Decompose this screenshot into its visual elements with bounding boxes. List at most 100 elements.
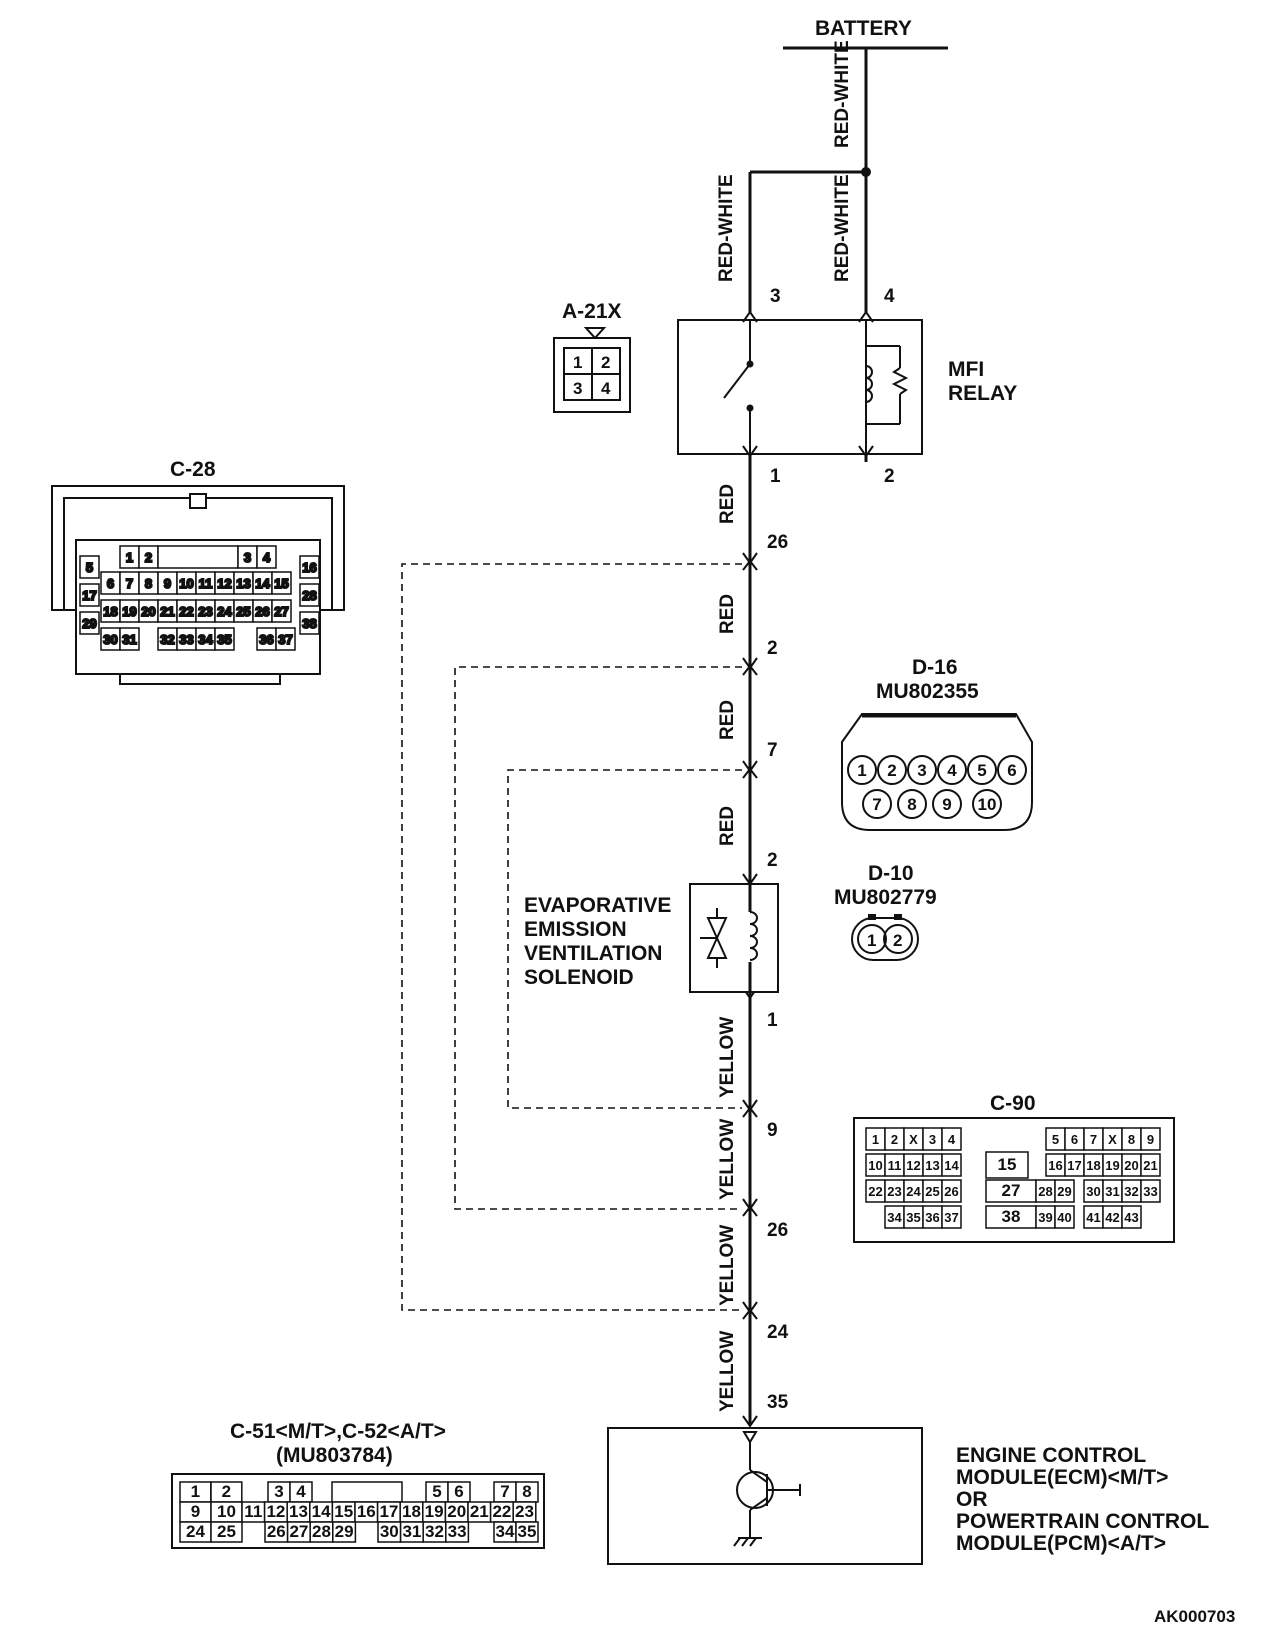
connector-pin-cell (79, 583, 100, 607)
mfi-relay-label: MFI (948, 358, 984, 381)
connector-pin-label: 32 (160, 632, 174, 647)
connector-a21x: A-21X 1 2 3 4 (553, 300, 631, 413)
connector-pin-label: 29 (82, 616, 96, 631)
connector-pin-label: 27 (274, 604, 288, 619)
ecm-label: MODULE(PCM)<A/T> (956, 1532, 1166, 1555)
connector-pin-label: 39 (1038, 1210, 1052, 1225)
connector-pin-label: X (909, 1132, 918, 1147)
connector-pin-label: 33 (1143, 1184, 1157, 1199)
wire-label-red-white: RED-WHITE (716, 174, 737, 282)
connector-pin-cell (332, 1521, 357, 1543)
connector-pin-label: 9 (164, 576, 171, 591)
connector-pin-label: 5 (432, 1482, 441, 1501)
battery-label: BATTERY (815, 17, 912, 40)
connector-pin-cell (941, 1153, 962, 1177)
connector-pin-cell (941, 1127, 962, 1151)
connector-pin-label: 15 (334, 1502, 353, 1521)
connector-pin-label: 9 (191, 1502, 200, 1521)
connector-pin-label: 2 (145, 550, 152, 565)
svg-text:4: 4 (601, 379, 611, 398)
connector-pin-label: 35 (906, 1210, 920, 1225)
ecm-label: POWERTRAIN CONTROL (956, 1510, 1209, 1533)
connector-pin-label: 42 (1105, 1210, 1119, 1225)
connector-pin-label: 36 (259, 632, 273, 647)
connector-pin-cell (119, 627, 140, 651)
connector-pin-cell (862, 789, 892, 819)
connector-pin-label: X (1108, 1132, 1117, 1147)
connector-pin-cell (210, 1521, 243, 1543)
connector-pin-label: 19 (425, 1502, 444, 1521)
connector-pin-label: 29 (1057, 1184, 1071, 1199)
connector-pin-label: 11 (199, 576, 213, 591)
solenoid-label: VENTILATION (524, 942, 662, 965)
connector-pin-cell (299, 555, 320, 579)
connector-pin-label: 2 (222, 1482, 231, 1501)
connector-pin-label: 33 (179, 632, 193, 647)
pin-label: 7 (767, 740, 778, 761)
svg-text:C-90: C-90 (990, 1092, 1036, 1115)
connector-pin-label: 25 (236, 604, 250, 619)
connector-pin-label: 18 (1086, 1158, 1100, 1173)
junction-outline (454, 666, 742, 1210)
connector-pin-label: 20 (447, 1502, 466, 1521)
connector-pin-label: 8 (522, 1482, 531, 1501)
connector-pin-cell (897, 789, 927, 819)
junction-outline (401, 563, 742, 1311)
connector-pin-label: 21 (1143, 1158, 1157, 1173)
connector-pin-label: 22 (179, 604, 193, 619)
connector-pin-label: 37 (944, 1210, 958, 1225)
connector-pin-label: 3 (917, 761, 926, 780)
connector-pin-label: 34 (496, 1522, 515, 1541)
pin-label: 1 (770, 466, 781, 487)
connector-pin-label: 31 (122, 632, 136, 647)
mfi-relay-label: RELAY (948, 382, 1017, 405)
connector-pin-label: 22 (492, 1502, 511, 1521)
connector-pin-cell (847, 755, 877, 785)
connector-pin-label: 11 (888, 1158, 902, 1173)
connector-pin-label: 1 (126, 550, 133, 565)
connector-pin-label: 23 (515, 1502, 534, 1521)
connector-pin-label: 14 (255, 576, 270, 591)
connector-pin-label: 13 (925, 1158, 939, 1173)
solenoid-label: SOLENOID (524, 966, 634, 989)
connector-pin-label: 13 (289, 1502, 308, 1521)
junction-connector (742, 552, 758, 1320)
connector-pin-label: 5 (86, 560, 93, 575)
connector-pin-label: 8 (145, 576, 152, 591)
connector-pin-label: 38 (302, 616, 316, 631)
connector-pin-label: 10 (179, 576, 193, 591)
connector-pin-label: 12 (906, 1158, 920, 1173)
svg-text:MU802779: MU802779 (834, 886, 937, 909)
connector-pin-cell (79, 611, 100, 635)
connector-pin-label: 41 (1086, 1210, 1100, 1225)
connector-pin-label: 26 (255, 604, 269, 619)
connector-pin-cell (515, 1521, 539, 1543)
connector-pin-label: 7 (126, 576, 133, 591)
wire-label-yellow: YELLOW (717, 1225, 738, 1306)
mfi-relay-box (677, 319, 923, 455)
connector-pin-label: 30 (103, 632, 117, 647)
connector-pin-label: 30 (1086, 1184, 1100, 1199)
connector-pin-label: 25 (217, 1522, 236, 1541)
connector-pin-label: 26 (944, 1184, 958, 1199)
connector-pin-label: 7 (1090, 1132, 1097, 1147)
connector-pin-label: 38 (1002, 1207, 1021, 1226)
svg-text:C-28: C-28 (170, 458, 216, 481)
connector-pin-cell (275, 627, 296, 651)
connector-pin-cell (941, 1179, 962, 1203)
connector-pin-cell (1054, 1205, 1075, 1229)
connector-pin-label: 15 (274, 576, 288, 591)
connector-pin-cell (299, 583, 320, 607)
connector-pin-label: 6 (1071, 1132, 1078, 1147)
svg-text:(MU803784): (MU803784) (276, 1444, 393, 1467)
connector-pin-label: 5 (1052, 1132, 1059, 1147)
connector-pin-label: 16 (302, 560, 316, 575)
connector-pin-label: 4 (296, 1482, 306, 1501)
connector-pin-cell (941, 1205, 962, 1229)
connector-pin-cell (157, 545, 239, 569)
pin-label: 2 (767, 638, 778, 659)
connector-pin-label: 6 (454, 1482, 463, 1501)
connector-pin-label: 23 (198, 604, 212, 619)
connector-pin-label: 12 (217, 576, 231, 591)
